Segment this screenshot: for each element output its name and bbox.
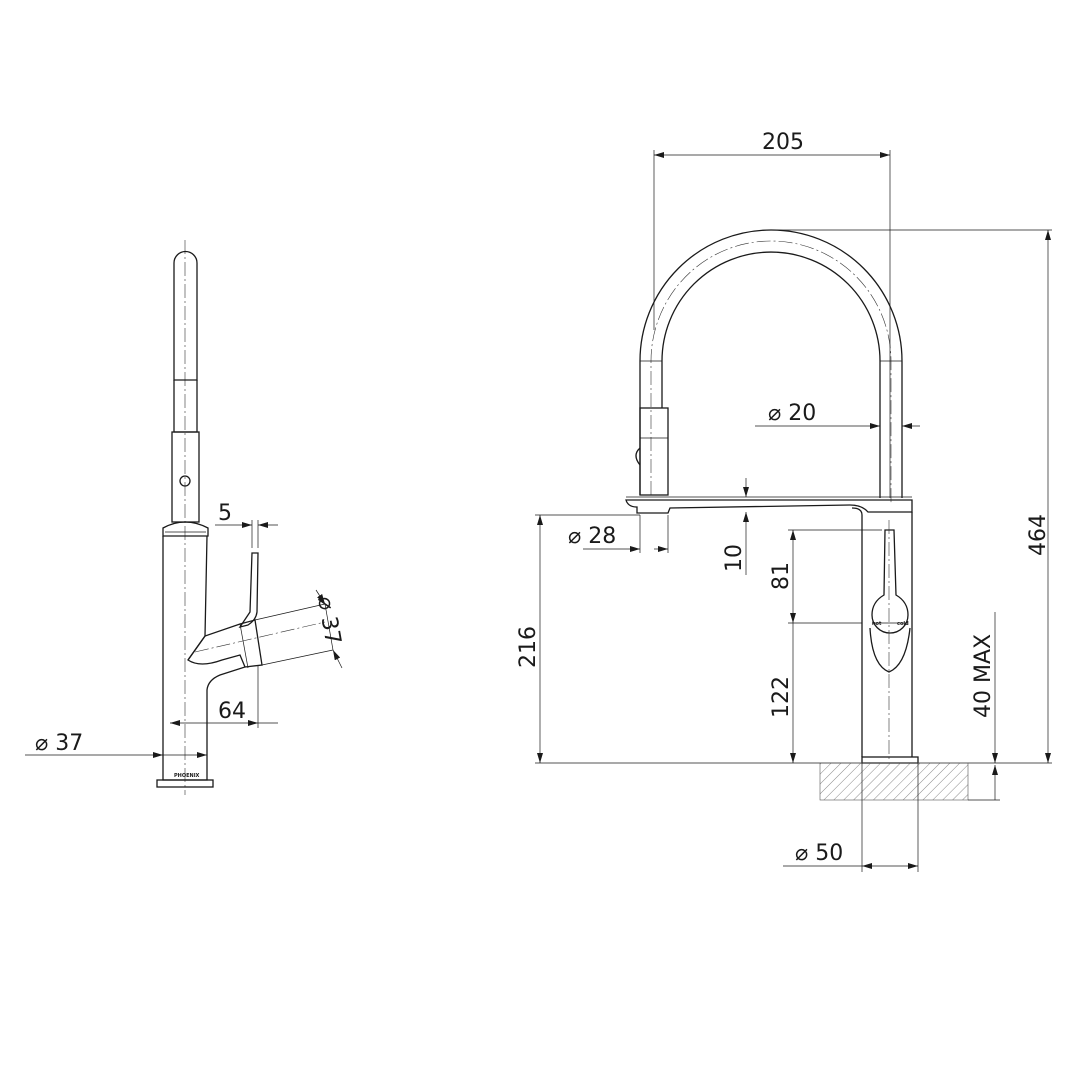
dim-bench-thickness: 40 MAX — [971, 634, 996, 718]
extension-line — [261, 649, 334, 666]
extension-line — [254, 603, 326, 621]
label-hot: hot — [872, 621, 882, 627]
dim-hose-diameter: ⌀ 20 — [768, 401, 816, 426]
dim-handle-height: 81 — [769, 562, 794, 590]
bench-section — [819, 762, 969, 801]
base-plate — [861, 756, 919, 764]
handle-lever — [871, 529, 909, 634]
collar — [162, 521, 209, 537]
dimension-line — [324, 603, 334, 651]
body — [162, 535, 246, 781]
spray-button — [635, 447, 641, 466]
handle-joint-line — [239, 623, 249, 669]
handle-cylinder — [187, 619, 263, 668]
dim-head-diameter: ⌀ 28 — [568, 524, 616, 549]
dim-handle-diameter: ⌀ 37 — [312, 595, 345, 647]
spout-arm — [625, 499, 913, 514]
base-plate — [156, 779, 214, 788]
dimension-line — [332, 649, 343, 669]
dim-body-diameter: ⌀ 37 — [35, 731, 83, 756]
hose-segment — [173, 380, 198, 433]
dim-lever-offset: 5 — [218, 501, 232, 526]
dim-handle-reach: 64 — [218, 699, 246, 724]
pull-out-head — [639, 407, 669, 496]
dim-overall-height: 464 — [1026, 514, 1051, 556]
dim-spout-clearance: 10 — [722, 544, 747, 572]
dim-spout-reach: 205 — [762, 130, 804, 155]
spray-button — [179, 475, 191, 487]
body-left — [851, 507, 863, 757]
lever — [238, 552, 259, 629]
hose-centerline — [650, 240, 892, 505]
hose-arch-outer — [639, 229, 903, 498]
dim-base-diameter: ⌀ 50 — [795, 841, 843, 866]
dim-handle-base: 122 — [769, 676, 794, 718]
label-cold: cold — [897, 621, 909, 627]
spray-wand — [173, 250, 198, 381]
handle-centerline — [194, 621, 326, 653]
dim-spout-height: 216 — [516, 626, 541, 668]
dimension-line — [315, 589, 326, 605]
handle-body — [869, 627, 911, 673]
spray-head — [171, 431, 200, 523]
side-view: PHOENIX 5 ⌀ 37 64 ⌀ 37 — [25, 240, 345, 795]
hose-arch-inner — [661, 251, 881, 498]
brand-mark: PHOENIX — [174, 773, 200, 779]
front-view: hot cold 205 464 216 ⌀ 20 ⌀ 28 10 — [516, 130, 1052, 872]
